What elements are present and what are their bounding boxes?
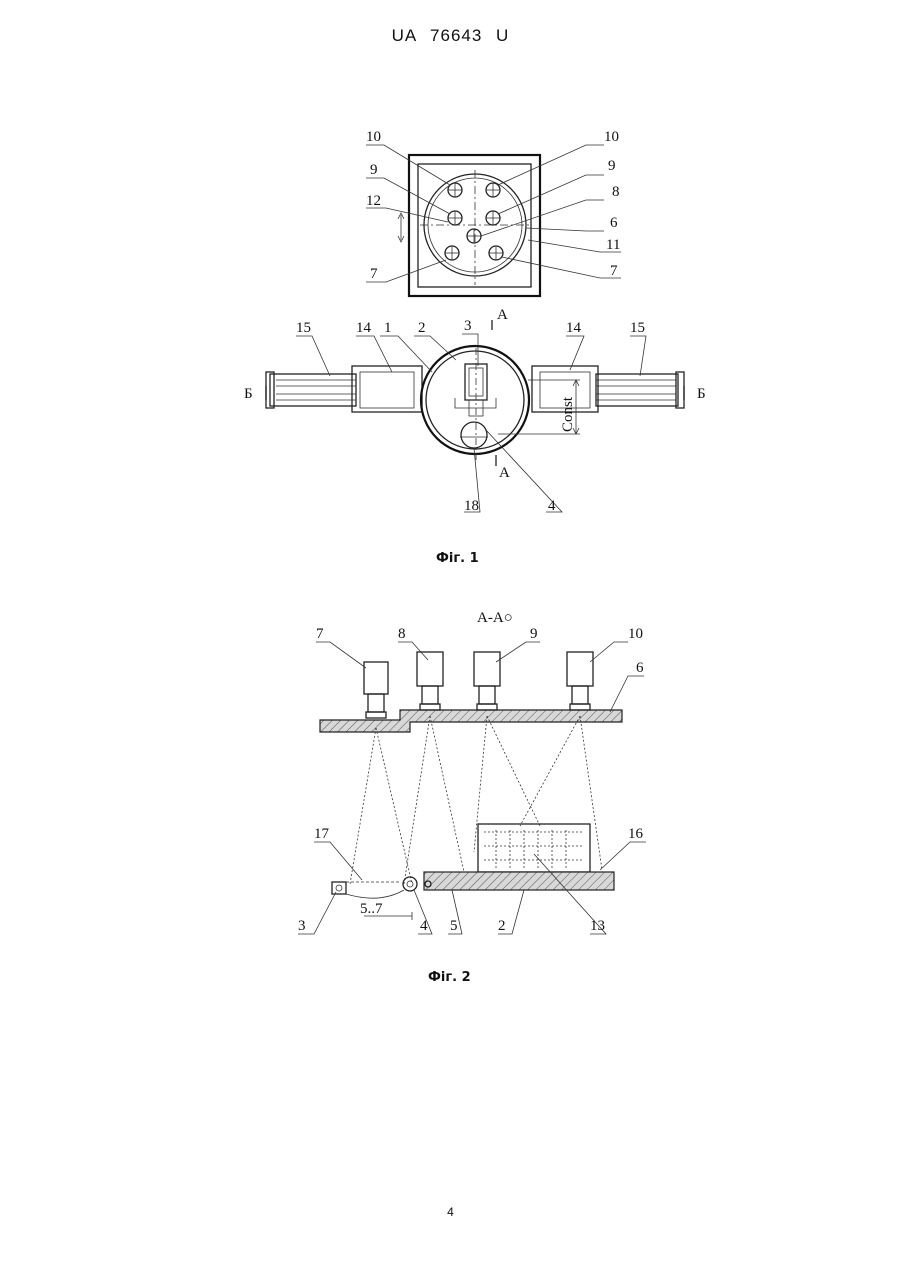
camera-8 [417, 652, 443, 710]
label-6: 6 [610, 215, 618, 231]
label-17: 17 [314, 826, 330, 842]
rail-15-right [596, 374, 678, 406]
label-4: 4 [420, 918, 428, 934]
label-10b: 10 [604, 129, 619, 145]
rail-15-left [270, 374, 356, 406]
camera-9 [474, 652, 500, 710]
label-11: 11 [606, 237, 620, 253]
box-14-left [352, 366, 422, 412]
section-b-left: Б [244, 386, 253, 402]
section-title: А-А○ [477, 610, 513, 626]
label-14b: 14 [566, 320, 582, 336]
label-10: 10 [628, 626, 643, 642]
fig1-top-view: 10 10 9 9 8 12 6 11 7 7 [366, 129, 621, 296]
section-a-top: A [497, 307, 508, 323]
figure2-caption: Фіг. 2 [428, 970, 471, 985]
label-8: 8 [398, 626, 406, 642]
fig1-top-leaders [366, 145, 621, 282]
label-5: 5 [450, 918, 458, 934]
label-15a: 15 [296, 320, 311, 336]
object-13 [478, 824, 590, 872]
label-2: 2 [418, 320, 426, 336]
label-7b: 7 [610, 263, 618, 279]
label-14a: 14 [356, 320, 372, 336]
label-9a: 9 [370, 162, 378, 178]
label-12: 12 [366, 193, 381, 209]
square-housing-inner [418, 164, 531, 287]
figure1-caption: Фіг. 1 [436, 551, 479, 566]
label-3: 3 [464, 318, 472, 334]
label-10a: 10 [366, 129, 381, 145]
label-4: 4 [548, 498, 556, 514]
label-1: 1 [384, 320, 392, 336]
camera-7 [364, 662, 388, 718]
label-6: 6 [636, 660, 644, 676]
dimension-5-7: 5..7 [360, 901, 383, 917]
dimension-const: Const [560, 396, 576, 432]
page-number: 4 [0, 1205, 901, 1219]
label-16: 16 [628, 826, 644, 842]
camera-holes [445, 183, 503, 260]
label-18: 18 [464, 498, 479, 514]
part-3 [332, 882, 346, 894]
part-18 [461, 422, 487, 448]
section-b-right: Б [697, 386, 706, 402]
label-3: 3 [298, 918, 306, 934]
label-15b: 15 [630, 320, 645, 336]
label-2: 2 [498, 918, 506, 934]
label-13: 13 [590, 918, 605, 934]
camera-view-rays [350, 716, 602, 884]
base-2 [424, 872, 614, 890]
label-9b: 9 [608, 158, 616, 174]
hinge-4 [403, 877, 417, 891]
fig1-front-view: Const A A Б Б 15 15 14 14 1 2 [244, 307, 706, 514]
label-9: 9 [530, 626, 538, 642]
square-housing-outer [409, 155, 540, 296]
label-7a: 7 [370, 266, 378, 282]
label-7: 7 [316, 626, 324, 642]
fig2-section: А-А○ [298, 610, 646, 934]
plate-6 [320, 710, 622, 732]
label-8: 8 [612, 184, 620, 200]
section-a-bottom: A [499, 465, 510, 481]
camera-10 [567, 652, 593, 710]
